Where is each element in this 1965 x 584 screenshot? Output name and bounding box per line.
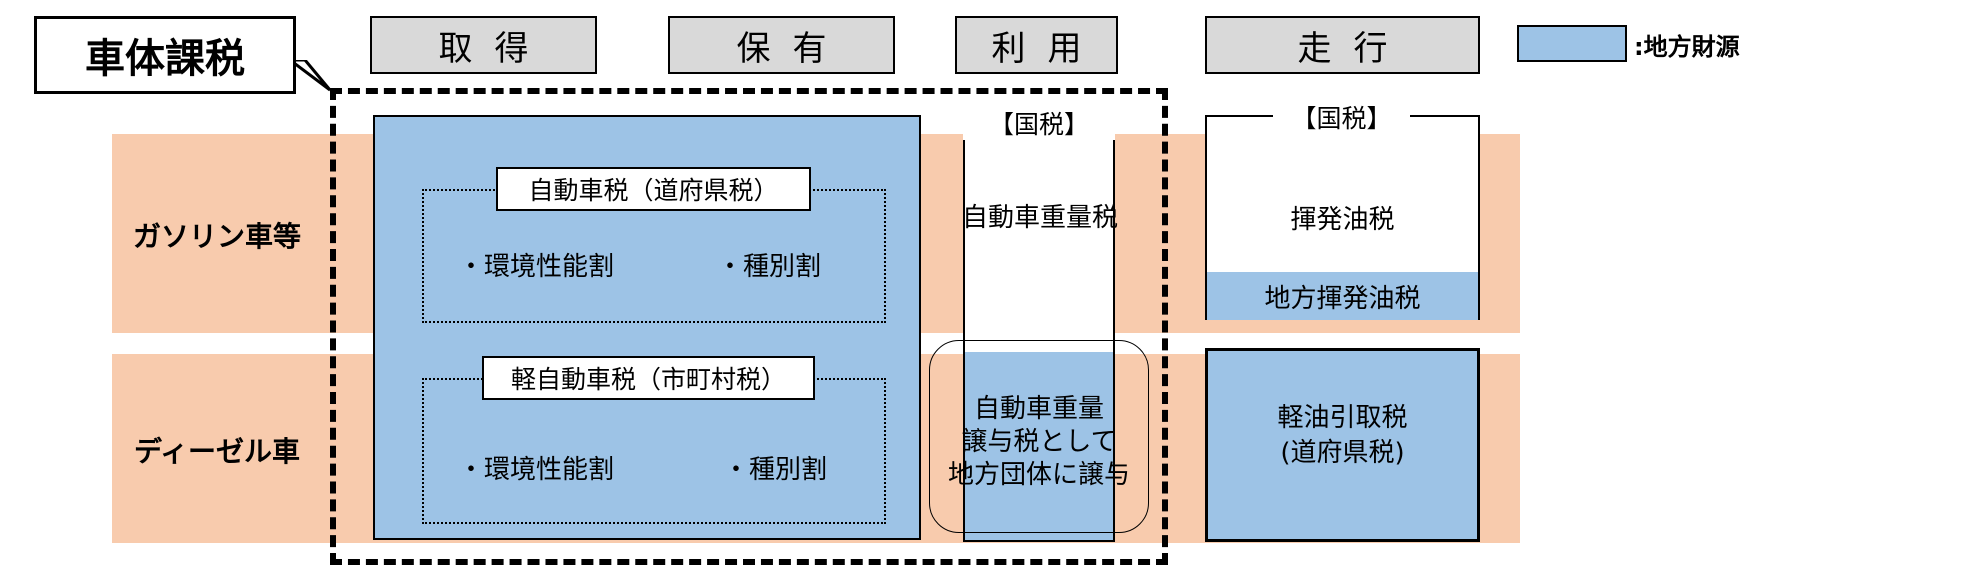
light-car-tax-item-category: ・種別割 bbox=[723, 455, 828, 485]
header-drive: 走行 bbox=[1205, 16, 1480, 74]
vehicle-tax-dashed-frame bbox=[330, 88, 1168, 565]
weight-tax-label: 自動車重量税 bbox=[961, 202, 1118, 233]
callout-box: 車体課税 bbox=[34, 16, 296, 94]
legend-swatch bbox=[1517, 25, 1627, 62]
car-tax-title: 自動車税（道府県税） bbox=[496, 167, 811, 211]
transfer-line-3: 地方団体に譲与 bbox=[947, 459, 1130, 490]
diesel-tax-line-2: (道府県税) bbox=[1280, 437, 1405, 468]
callout-title: 車体課税 bbox=[85, 36, 245, 82]
light-car-tax-item-environment: ・環境性能割 bbox=[458, 455, 615, 485]
light-car-tax-title: 軽自動車税（市町村税） bbox=[482, 356, 815, 400]
header-own: 保有 bbox=[668, 16, 895, 74]
gasoline-tax-label: 揮発油税 bbox=[1290, 204, 1395, 235]
weight-tax-bottom-edge bbox=[963, 540, 1115, 542]
legend-label: :地方財源 bbox=[1634, 32, 1740, 61]
transfer-line-2: 譲与税として bbox=[961, 426, 1117, 457]
gasoline-tax-national-tag: 【国税】 bbox=[1273, 100, 1410, 134]
row-label-gasoline: ガソリン車等 bbox=[132, 220, 301, 253]
row-label-diesel: ディーゼル車 bbox=[133, 435, 301, 468]
transfer-line-1: 自動車重量 bbox=[973, 393, 1104, 424]
transfer-outline bbox=[929, 340, 1149, 533]
header-use: 利用 bbox=[955, 16, 1118, 74]
header-acquire: 取得 bbox=[370, 16, 597, 74]
diesel-tax-line-1: 軽油引取税 bbox=[1277, 402, 1408, 433]
weight-tax-national-tag: 【国税】 bbox=[963, 106, 1115, 140]
callout-pointer bbox=[287, 60, 332, 92]
car-tax-item-category: ・種別割 bbox=[717, 252, 822, 282]
diesel-tax-box bbox=[1205, 348, 1480, 542]
local-gasoline-tax: 地方揮発油税 bbox=[1207, 272, 1478, 320]
weight-tax-local-part bbox=[965, 352, 1113, 540]
car-tax-item-environment: ・環境性能割 bbox=[458, 252, 615, 282]
